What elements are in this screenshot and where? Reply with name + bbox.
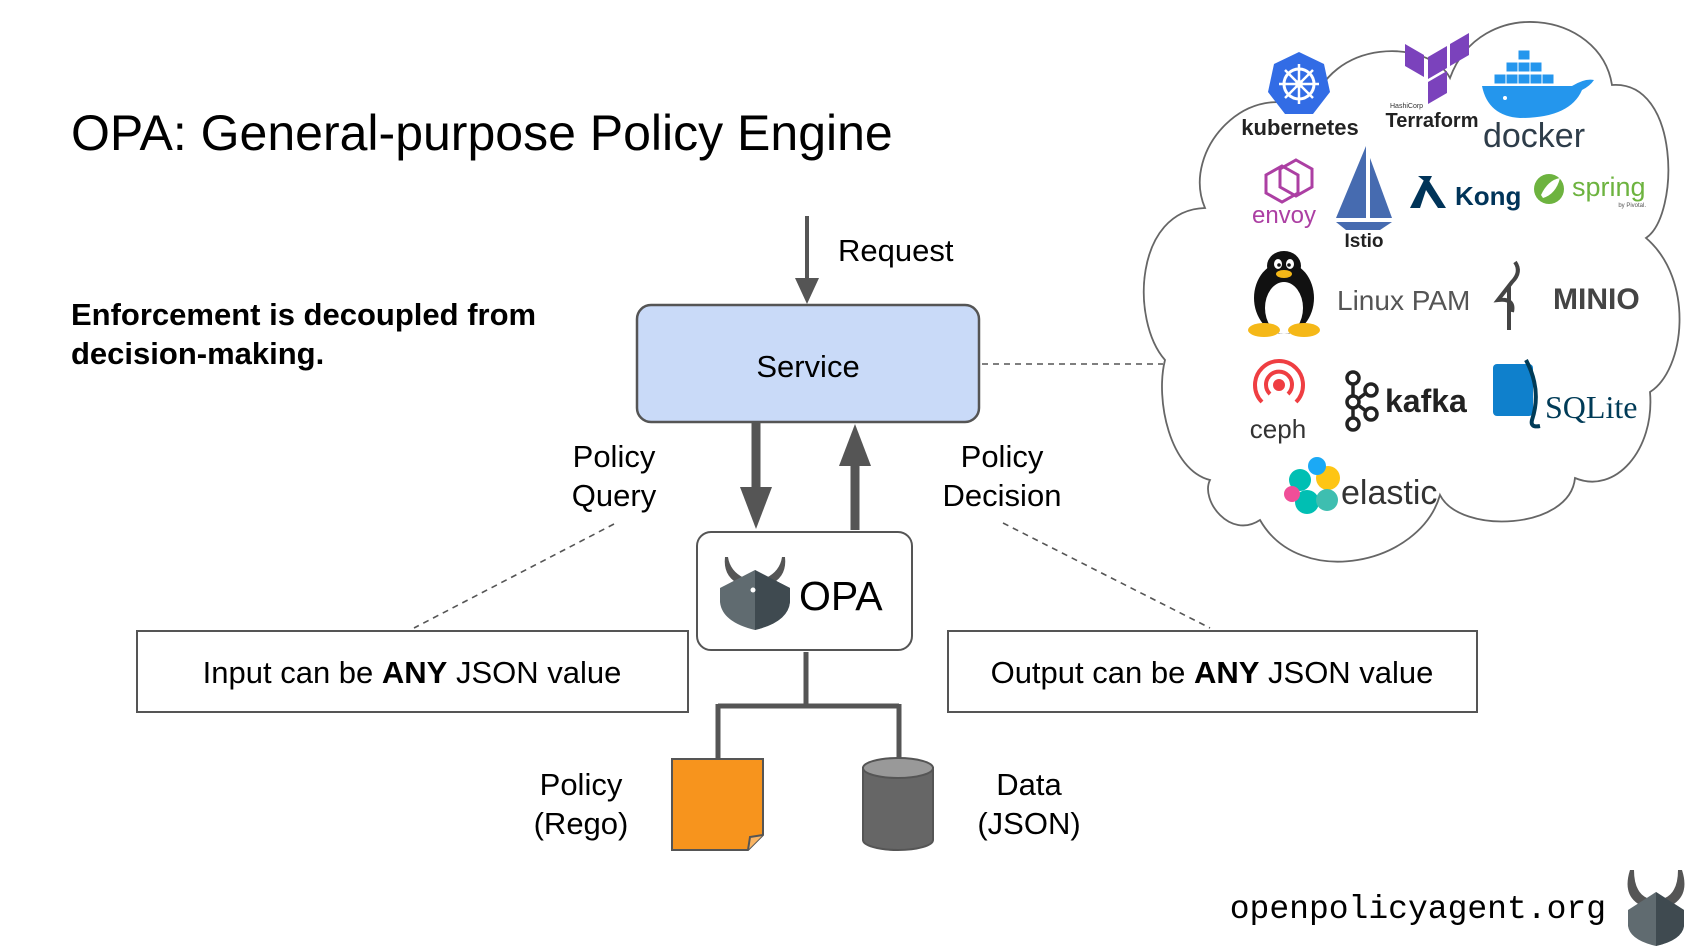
input-box-text: Input can be ANY JSON value bbox=[203, 655, 622, 690]
sqlite-logo-icon bbox=[1493, 359, 1541, 429]
elastic-label: elastic bbox=[1341, 474, 1437, 512]
service-label: Service bbox=[756, 349, 859, 384]
docker-logo-icon bbox=[1482, 49, 1594, 118]
kubernetes-label: kubernetes bbox=[1241, 115, 1358, 140]
page-title: OPA: General-purpose Policy Engine bbox=[71, 105, 893, 161]
spring-logo-icon bbox=[1534, 174, 1564, 204]
service-box bbox=[635, 303, 981, 424]
opa-inputs-connector bbox=[715, 652, 902, 761]
subtitle-line-1: Enforcement is decoupled from bbox=[71, 297, 536, 332]
policy-query-arrow bbox=[740, 423, 772, 529]
envoy-logo-icon bbox=[1264, 158, 1314, 204]
minio-label: MINIO bbox=[1553, 283, 1640, 316]
policy-decision-label-1: Policy bbox=[961, 439, 1044, 474]
opa-footer-logo-icon bbox=[1627, 870, 1685, 946]
spring-small-label: by Pivotal. bbox=[1618, 203, 1646, 209]
istio-logo-icon bbox=[1336, 146, 1392, 230]
kafka-label: kafka bbox=[1385, 383, 1467, 419]
policy-query-label-2: Query bbox=[572, 478, 657, 513]
kubernetes-logo-icon bbox=[1268, 52, 1330, 114]
policy-label-1: Policy bbox=[540, 767, 623, 802]
policy-query-label-1: Policy bbox=[573, 439, 656, 474]
data-label-2: (JSON) bbox=[977, 806, 1080, 841]
linux-tux-icon bbox=[1248, 251, 1320, 337]
minio-logo-icon bbox=[1493, 260, 1520, 330]
policy-decision-label-2: Decision bbox=[943, 478, 1062, 513]
terraform-small-label: HashiCorp bbox=[1390, 103, 1423, 110]
kafka-logo-icon bbox=[1345, 370, 1379, 432]
ceph-label: ceph bbox=[1250, 414, 1306, 444]
ceph-logo-icon bbox=[1253, 359, 1305, 404]
request-arrow bbox=[795, 216, 819, 304]
kong-logo-icon bbox=[1410, 176, 1446, 208]
kong-label: Kong bbox=[1455, 181, 1521, 211]
sqlite-label: SQLite bbox=[1545, 389, 1637, 425]
footer-url: openpolicyagent.org bbox=[1230, 891, 1606, 928]
input-dashed-connector bbox=[413, 523, 615, 629]
output-dashed-connector bbox=[1002, 522, 1211, 629]
linux-pam-label: Linux PAM bbox=[1337, 285, 1470, 316]
subtitle-line-2: decision-making. bbox=[71, 336, 324, 371]
output-box bbox=[947, 630, 1478, 713]
data-label-1: Data bbox=[996, 767, 1062, 802]
terraform-label: Terraform bbox=[1386, 110, 1479, 132]
input-box bbox=[136, 630, 689, 713]
policy-label-2: (Rego) bbox=[534, 806, 629, 841]
envoy-label: envoy bbox=[1252, 202, 1316, 229]
opa-logo-icon bbox=[720, 557, 790, 630]
output-box-text: Output can be ANY JSON value bbox=[991, 655, 1434, 690]
docker-label: docker bbox=[1483, 117, 1585, 155]
policy-document-icon bbox=[671, 758, 764, 851]
request-label: Request bbox=[838, 233, 954, 268]
terraform-logo-icon bbox=[1405, 33, 1469, 104]
policy-decision-arrow bbox=[839, 424, 871, 530]
elastic-logo-icon bbox=[1284, 457, 1340, 514]
opa-label: OPA bbox=[799, 573, 883, 619]
spring-label: spring bbox=[1572, 172, 1646, 202]
istio-label: Istio bbox=[1344, 231, 1383, 252]
data-cylinder-icon bbox=[862, 757, 934, 851]
ecosystem-cloud bbox=[1142, 21, 1681, 563]
